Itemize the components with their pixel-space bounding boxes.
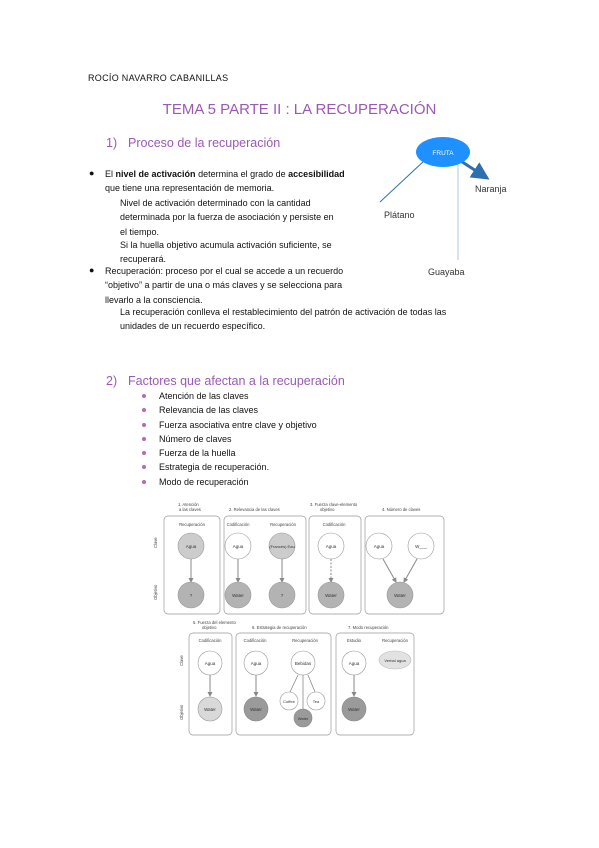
svg-text:Water: Water — [204, 707, 216, 712]
list-item: Número de claves — [142, 432, 317, 446]
svg-text:a las claves: a las claves — [179, 507, 201, 512]
svg-text:Codificación: Codificación — [199, 638, 222, 643]
svg-text:objetivo: objetivo — [320, 507, 335, 512]
svg-text:Water: Water — [348, 707, 360, 712]
list-item: Estrategia de recuperación. — [142, 460, 317, 474]
svg-text:Codificación: Codificación — [323, 522, 346, 527]
bullet2-text: Recuperación: proceso por el cual se acc… — [105, 266, 344, 305]
svg-text:Water: Water — [298, 716, 309, 721]
bullet1-line1: El nivel de activación determina el grad… — [105, 169, 345, 179]
sub-point-activation: Nivel de activación determinado con la c… — [120, 198, 334, 237]
svg-text:Recuperación: Recuperación — [292, 638, 319, 643]
panel-3: 3. Fuerza clave-elemento objetivo Codifi… — [308, 502, 362, 615]
center-node-label: FRUTA — [432, 150, 454, 157]
svg-text:2. Relevancia de las claves: 2. Relevancia de las claves — [229, 507, 280, 512]
svg-text:?: ? — [281, 593, 284, 598]
center-node — [416, 137, 470, 167]
list-item: Modo de recuperación — [142, 475, 317, 489]
author-name: ROCÍO NAVARRO CABANILLAS — [88, 73, 229, 83]
section2-heading: 2) Factores que afectan a la recuperación — [106, 374, 345, 388]
branch-label-guayaba: Guayaba — [428, 267, 465, 277]
branch-label-platano: Plátano — [384, 210, 415, 220]
fruit-diagram: FRUTA Naranja Plátano Guayaba — [379, 137, 507, 277]
svg-text:Agua: Agua — [326, 544, 337, 549]
svg-text:Agua: Agua — [205, 661, 216, 666]
svg-text:Verbal agua: Verbal agua — [384, 658, 406, 663]
panel-6: 6. Estrategia de recuperación Codificaci… — [235, 625, 332, 736]
svg-text:4. Número de claves: 4. Número de claves — [382, 507, 420, 512]
retrieval-factors-figure: Clave Objetivo Clave Objetivo 1. Atenció… — [153, 502, 445, 736]
svg-text:Agua: Agua — [374, 544, 385, 549]
bullet-marker: ● — [89, 168, 95, 178]
bullet1-line2: que tiene una representación de memoria. — [105, 183, 275, 194]
list-item: Fuerza de la huella — [142, 446, 317, 460]
svg-text:Coffee: Coffee — [283, 699, 295, 704]
branch-line-platano — [379, 159, 426, 203]
svg-text:Water: Water — [394, 593, 406, 598]
svg-text:6. Estrategia de recuperación: 6. Estrategia de recuperación — [252, 625, 307, 630]
svg-text:Water: Water — [250, 707, 262, 712]
bullet-marker: ● — [89, 265, 95, 275]
list-item: Atención de las claves — [142, 389, 317, 403]
list-item: Relevancia de las claves — [142, 403, 317, 417]
branch-label-naranja: Naranja — [475, 184, 507, 194]
svg-text:Bebidas: Bebidas — [295, 661, 312, 666]
svg-text:Recuperación: Recuperación — [382, 638, 409, 643]
sub-point-reinstatement: La recuperación conlleva el restablecimi… — [120, 307, 447, 332]
svg-text:Water: Water — [325, 593, 337, 598]
row-label-target: Objetivo — [153, 584, 158, 600]
panel-4: 4. Número de claves Agua W___ Water — [364, 507, 445, 615]
section1-title: Proceso de la recuperación — [128, 136, 281, 150]
row-label-cue: Clave — [153, 537, 158, 548]
row-label-cue: Clave — [179, 655, 184, 666]
svg-text:7. Modo recuperación: 7. Modo recuperación — [348, 625, 389, 630]
svg-text:?: ? — [190, 593, 193, 598]
panel-1: 1. Atención a las claves Recuperación Ag… — [163, 502, 221, 615]
panel-5: 5. Fuerza del elemento objetivo Codifica… — [188, 620, 237, 736]
svg-text:Agua: Agua — [349, 661, 360, 666]
svg-text:(Francés) Eau: (Francés) Eau — [269, 544, 294, 549]
section2-number: 2) — [106, 374, 118, 388]
svg-text:3. Fuerza clave-elemento: 3. Fuerza clave-elemento — [310, 502, 358, 507]
svg-text:Estudio: Estudio — [347, 638, 362, 643]
svg-text:Recuperación: Recuperación — [270, 522, 297, 527]
section2-title: Factores que afectan a la recuperación — [128, 374, 345, 388]
list-item: Fuerza asociativa entre clave y objetivo — [142, 418, 317, 432]
svg-text:5. Fuerza del elemento: 5. Fuerza del elemento — [193, 620, 237, 625]
panel-2: 2. Relevancia de las claves Codificación… — [223, 507, 307, 615]
svg-text:Tea: Tea — [313, 699, 320, 704]
section1-heading: 1) Proceso de la recuperación — [106, 136, 280, 150]
svg-text:Agua: Agua — [186, 544, 197, 549]
svg-text:Recuperación: Recuperación — [179, 522, 206, 527]
svg-text:Codificación: Codificación — [244, 638, 267, 643]
svg-text:W___: W___ — [415, 544, 427, 549]
sub-point-threshold: Si la huella objetivo acumula activación… — [120, 240, 332, 265]
svg-text:1. Atención: 1. Atención — [178, 502, 199, 507]
svg-text:Water: Water — [232, 593, 244, 598]
svg-text:Agua: Agua — [233, 544, 244, 549]
svg-text:Codificación: Codificación — [227, 522, 250, 527]
svg-text:objetivo: objetivo — [202, 625, 217, 630]
bullet1-text: El nivel de activación determina el grad… — [105, 167, 375, 196]
document-title: TEMA 5 PARTE II : LA RECUPERACIÓN — [162, 101, 437, 118]
svg-text:Agua: Agua — [251, 661, 262, 666]
factors-list: Atención de las claves Relevancia de las… — [142, 389, 317, 489]
section1-number: 1) — [106, 136, 118, 150]
row-label-target: Objetivo — [179, 704, 184, 720]
panel-7: 7. Modo recuperación Estudio Recuperació… — [335, 625, 415, 736]
